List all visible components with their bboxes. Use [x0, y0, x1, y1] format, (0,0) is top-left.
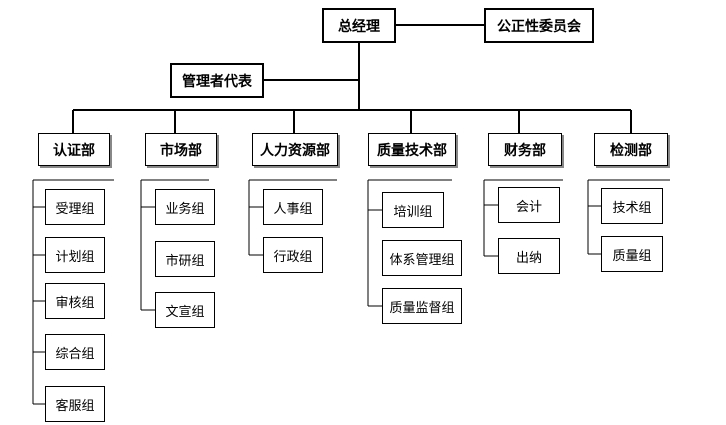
group-box: 行政组	[263, 237, 323, 273]
group-box: 会计	[498, 187, 560, 223]
group-box: 出纳	[498, 238, 560, 274]
group-label: 计划组	[55, 249, 95, 265]
group-label: 技术组	[612, 200, 652, 216]
group-label: 综合组	[55, 346, 95, 362]
group-box: 受理组	[45, 189, 105, 225]
group-box: 市研组	[155, 241, 215, 277]
dept-label: 检测部	[610, 142, 652, 159]
dept-quality-technology: 质量技术部	[368, 133, 456, 166]
dept-label: 认证部	[53, 142, 95, 159]
dept-certification: 认证部	[38, 133, 110, 166]
group-box: 综合组	[45, 334, 105, 370]
group-label: 市研组	[165, 253, 205, 269]
dept-label: 人力资源部	[260, 142, 330, 159]
group-box: 计划组	[45, 237, 105, 273]
group-box: 客服组	[45, 386, 105, 422]
group-label: 行政组	[273, 249, 313, 265]
ceo-label: 总经理	[338, 18, 380, 35]
group-label: 体系管理组	[389, 252, 455, 268]
ceo-box: 总经理	[322, 8, 396, 43]
dept-human-resources: 人力资源部	[252, 133, 338, 166]
dept-label: 质量技术部	[377, 142, 447, 159]
group-box: 培训组	[382, 192, 444, 228]
group-label: 受理组	[55, 201, 95, 217]
group-box: 人事组	[263, 189, 323, 225]
group-label: 业务组	[165, 201, 205, 217]
group-label: 质量监督组	[389, 300, 455, 316]
management-rep-box: 管理者代表	[170, 63, 264, 98]
group-label: 出纳	[515, 250, 542, 266]
group-box: 体系管理组	[382, 240, 462, 276]
group-label: 质量组	[612, 248, 652, 264]
committee-label: 公正性委员会	[497, 18, 581, 35]
dept-marketing: 市场部	[145, 133, 217, 166]
dept-finance: 财务部	[488, 133, 562, 166]
group-label: 客服组	[55, 398, 95, 414]
dept-label: 市场部	[160, 142, 202, 159]
group-box: 质量监督组	[382, 288, 462, 324]
management-rep-label: 管理者代表	[182, 73, 252, 90]
dept-testing: 检测部	[594, 133, 668, 166]
group-box: 文宣组	[155, 292, 215, 328]
group-box: 技术组	[601, 188, 663, 224]
group-label: 培训组	[393, 204, 433, 220]
group-box: 业务组	[155, 189, 215, 225]
group-box: 质量组	[601, 236, 663, 272]
group-box: 审核组	[45, 283, 105, 319]
group-label: 会计	[515, 199, 542, 215]
dept-label: 财务部	[504, 142, 546, 159]
group-label: 审核组	[55, 295, 95, 311]
group-label: 文宣组	[165, 304, 205, 320]
committee-box: 公正性委员会	[484, 8, 594, 43]
group-label: 人事组	[273, 201, 313, 217]
